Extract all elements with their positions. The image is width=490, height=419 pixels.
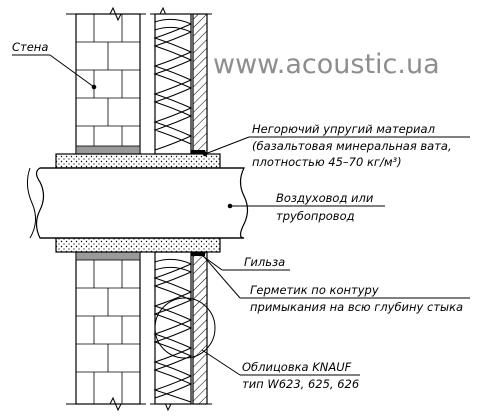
label-material-line1: Негорючий упругий материал [252, 122, 436, 136]
label-wall: Стена [12, 40, 48, 54]
label-sleeve: Гильза [244, 255, 285, 269]
label-sealant-line1: Герметик по контуру [250, 283, 379, 297]
label-duct-line2: трубопровод [276, 209, 355, 223]
watermark-text: www.acoustic.ua [213, 49, 440, 80]
mineral-wool-upper [153, 13, 193, 155]
brick-wall-lower [75, 251, 141, 405]
label-cladding-line1: Облицовка KNAUF [242, 360, 352, 374]
label-material-line2: (базальтовая минеральная вата, [252, 139, 452, 153]
label-material-line3: плотностью 45–70 кг/м³) [252, 155, 402, 169]
label-sealant-line2: примыкания на всю глубину стыка [250, 300, 463, 314]
leader-lines [12, 54, 470, 376]
brick-wall-upper [75, 13, 141, 155]
label-cladding-line2: тип W623, 625, 626 [242, 377, 359, 391]
mineral-wool-lower [153, 251, 193, 405]
duct-pipe [26, 167, 249, 239]
leader-dots [91, 84, 233, 257]
label-duct-line1: Воздуховод или [276, 191, 374, 205]
